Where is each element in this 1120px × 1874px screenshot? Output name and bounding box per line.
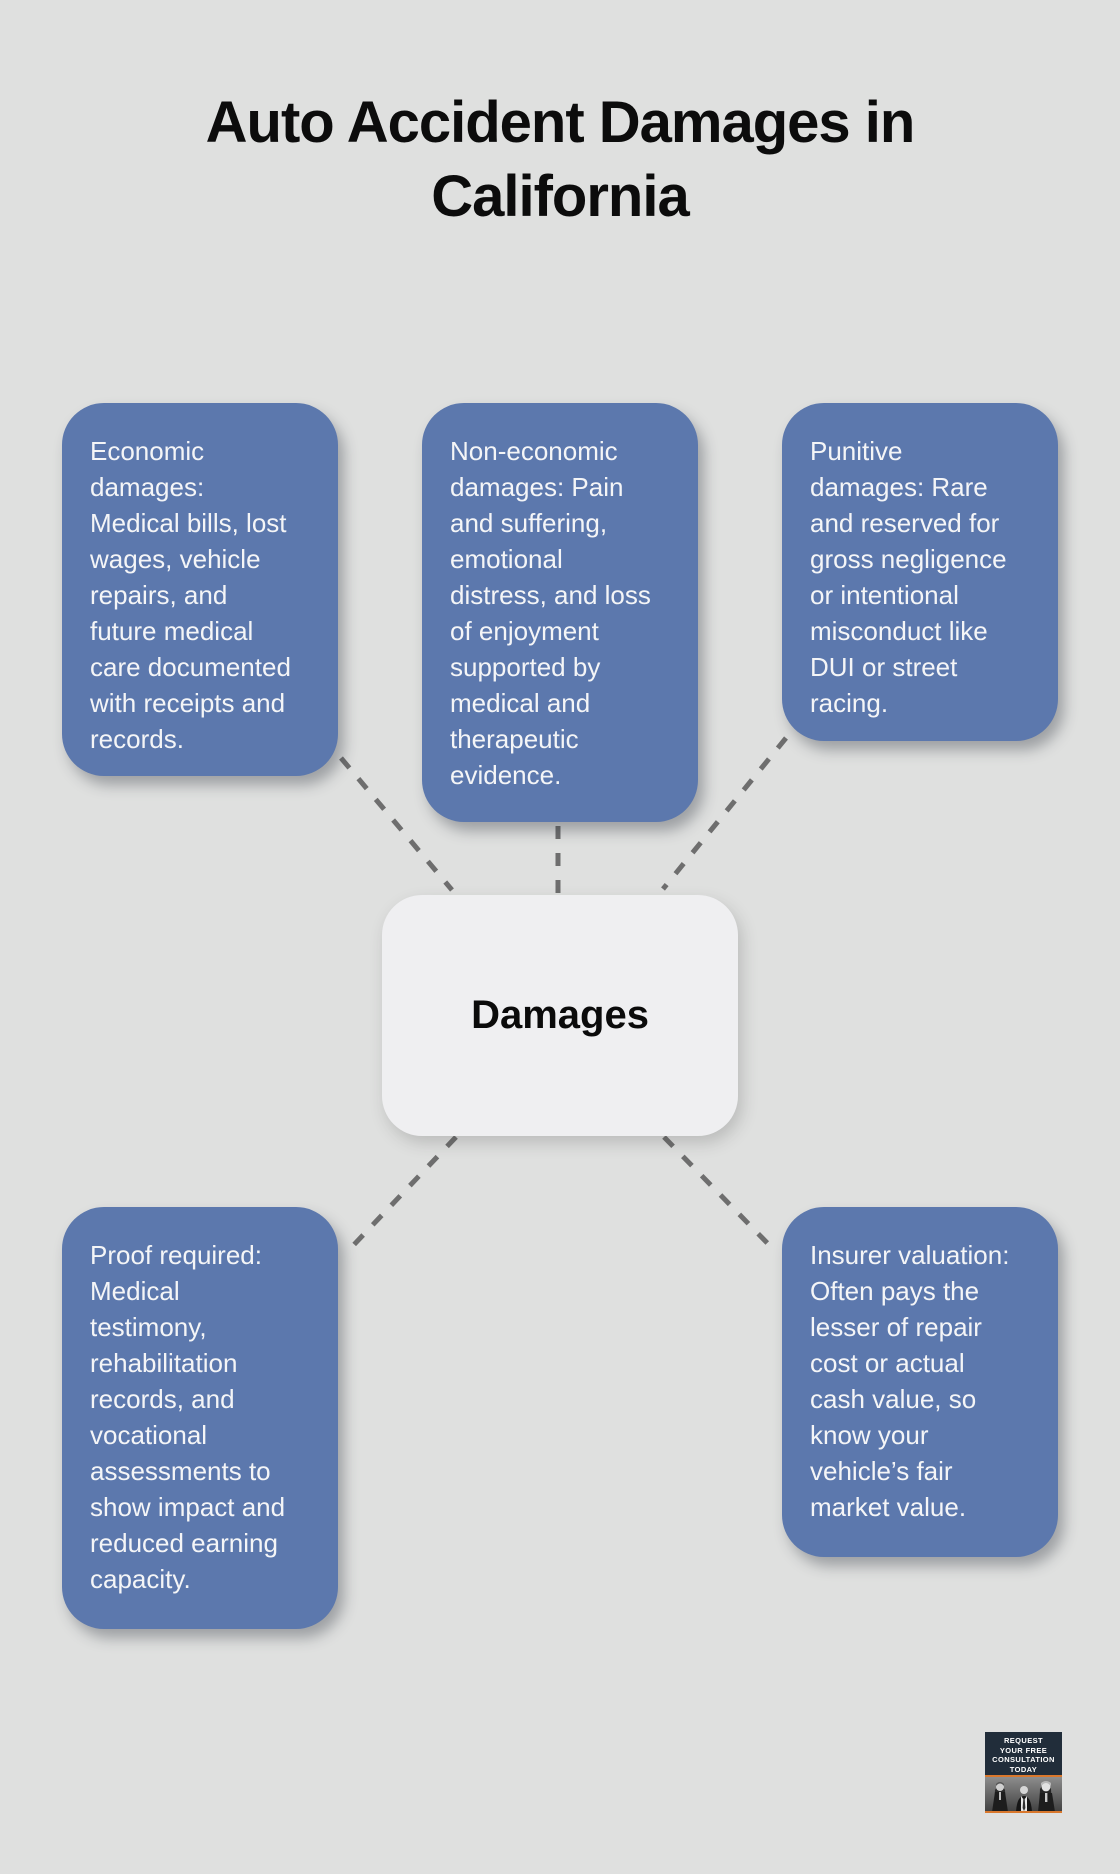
node-proof-required: Proof required: Medical testimony, rehab…: [62, 1207, 338, 1629]
consultation-cta-text: REQUEST YOUR FREE CONSULTATION TODAY: [985, 1732, 1062, 1775]
attorneys-photo: [985, 1777, 1062, 1811]
page-title: Auto Accident Damages in California: [205, 90, 916, 229]
node-economic-damages: Economic damages: Medical bills, lost wa…: [62, 403, 338, 776]
badge-divider-bottom: [985, 1811, 1062, 1813]
node-non-economic-damages: Non-economic damages: Pain and suffering…: [422, 403, 698, 822]
center-node-damages: Damages: [382, 895, 738, 1136]
connector-economic: [339, 756, 454, 892]
node-insurer-valuation: Insurer valuation: Often pays the lesser…: [782, 1207, 1058, 1557]
badge-divider-top: [985, 1775, 1062, 1777]
connector-insurer: [662, 1135, 778, 1254]
connector-proof: [345, 1135, 458, 1254]
node-punitive-damages: Punitive damages: Rare and reserved for …: [782, 403, 1058, 741]
consultation-cta-badge[interactable]: REQUEST YOUR FREE CONSULTATION TODAY: [985, 1732, 1062, 1813]
center-node-label: Damages: [471, 993, 649, 1037]
connector-punitive: [661, 736, 788, 891]
